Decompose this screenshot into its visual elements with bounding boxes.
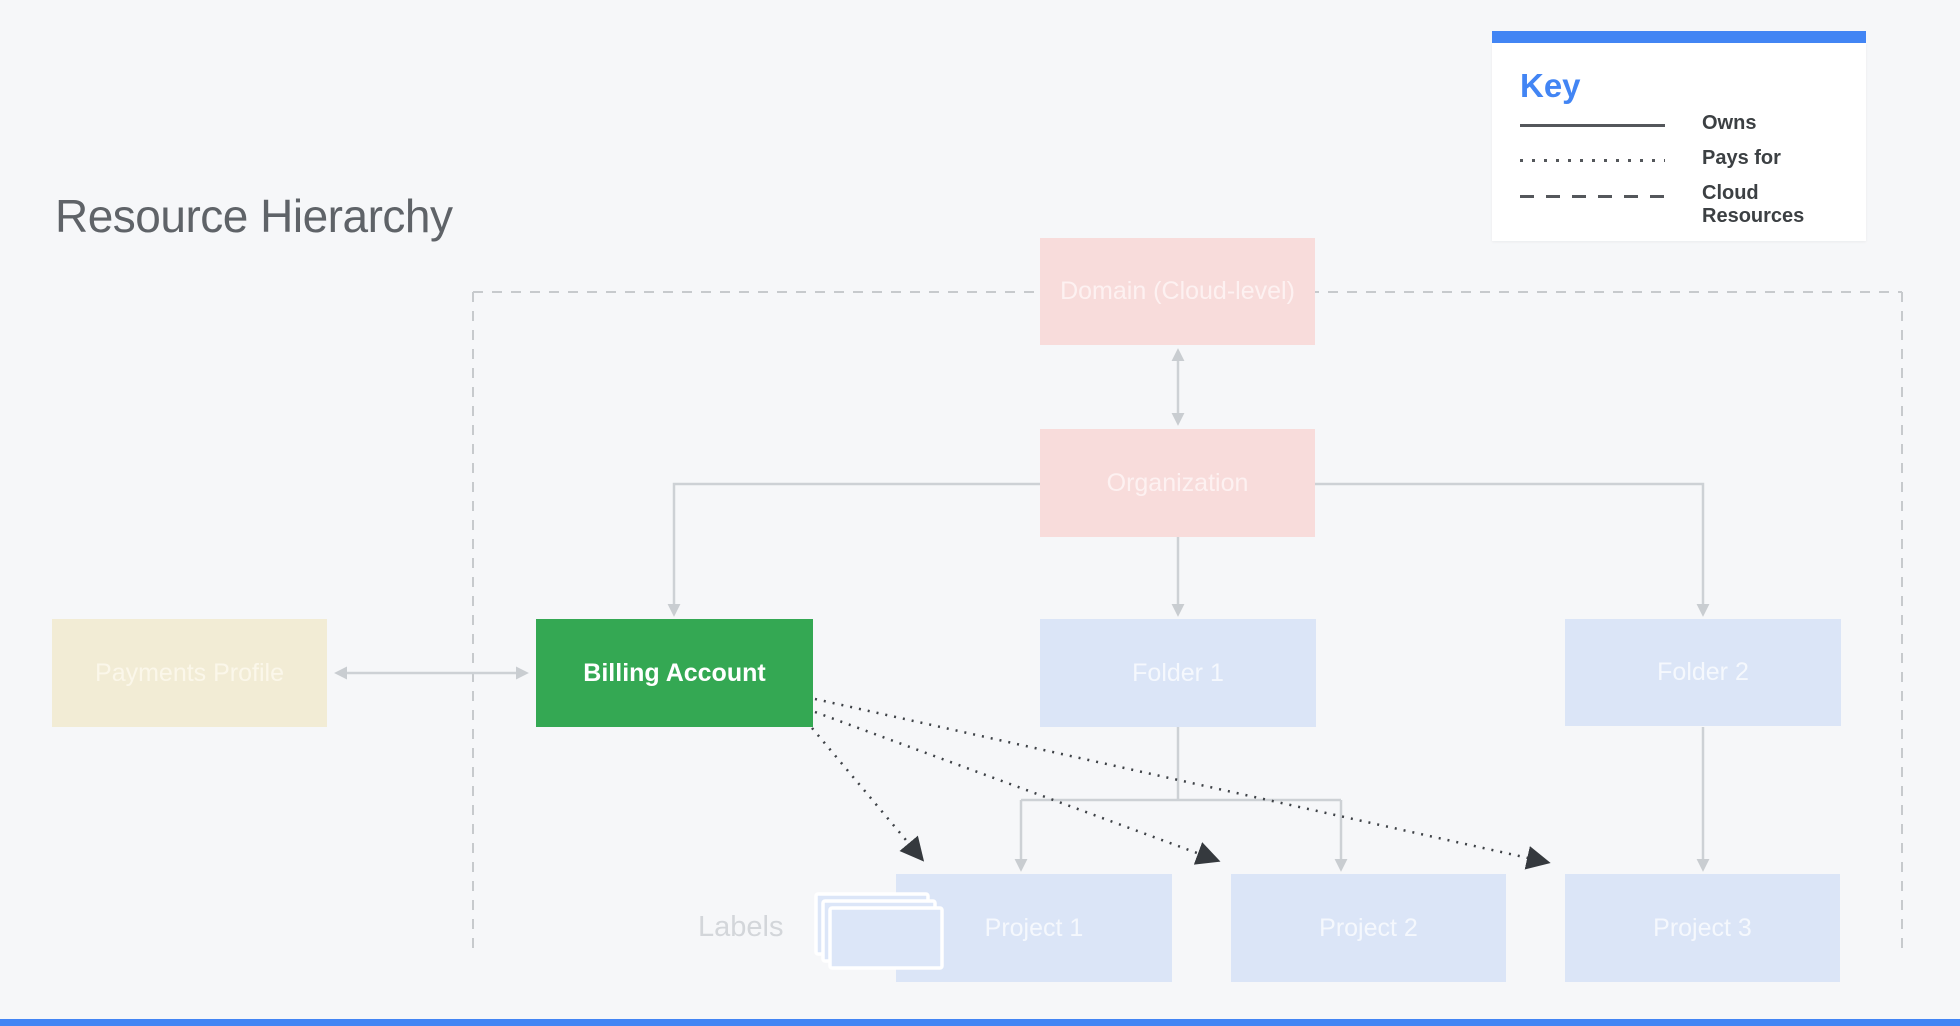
node-organization: Organization: [1040, 429, 1315, 537]
key-line-cloud-resources: [1520, 195, 1665, 198]
node-folder2-label: Folder 2: [1657, 658, 1749, 686]
key-line-pays-for: [1520, 159, 1665, 162]
node-payments-profile-label: Payments Profile: [95, 658, 284, 687]
node-domain-label: Domain (Cloud-level): [1060, 277, 1295, 305]
key-label-pays-for: Pays for: [1702, 147, 1781, 169]
key-panel: Key Owns Pays for Cloud Resources: [1492, 31, 1866, 241]
node-folder2: Folder 2: [1565, 619, 1841, 726]
key-label-cloud-resources: Cloud Resources: [1702, 182, 1805, 228]
node-project3-label: Project 3: [1653, 913, 1752, 942]
labels-caption: Labels: [698, 911, 784, 943]
node-organization-label: Organization: [1106, 468, 1249, 497]
node-billing-account-label: Billing Account: [583, 658, 766, 687]
node-project3: Project 3: [1565, 874, 1840, 982]
key-line-owns: [1520, 124, 1665, 127]
arrow-pays-for-project1: [811, 727, 925, 862]
node-project2: Project 2: [1231, 874, 1506, 982]
key-label-owns: Owns: [1702, 112, 1757, 134]
connector-organization-folder2: [1315, 482, 1710, 617]
key-heading: Key: [1520, 67, 1581, 104]
node-folder1: Folder 1: [1040, 619, 1316, 727]
node-billing-account: Billing Account: [536, 619, 813, 727]
node-folder1-label: Folder 1: [1132, 658, 1224, 687]
page-title: Resource Hierarchy: [55, 190, 453, 242]
bottom-accent-bar: [0, 1019, 1960, 1026]
connector-organization-billing: [667, 482, 1040, 617]
node-payments-profile: Payments Profile: [52, 619, 327, 727]
key-topbar: [1492, 31, 1866, 43]
node-project1: Project 1: [896, 874, 1172, 982]
node-domain: Domain (Cloud-level): [1040, 238, 1315, 345]
node-project2-label: Project 2: [1319, 913, 1418, 942]
node-project1-label: Project 1: [984, 913, 1084, 942]
arrow-pays-for-project2: [814, 710, 1221, 865]
